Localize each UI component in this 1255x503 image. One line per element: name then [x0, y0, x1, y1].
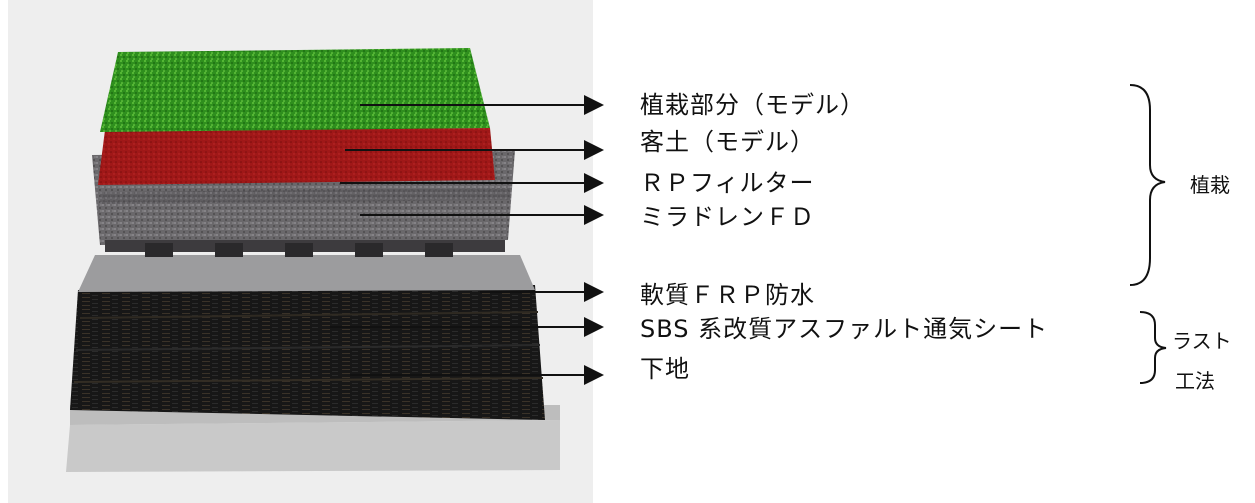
label-planting-model: 植栽部分（モデル）: [640, 91, 865, 119]
layer-sample-photo: [8, 0, 593, 503]
group-label-last-method-line2: 工法: [1175, 369, 1215, 393]
label-soil-model: 客土（モデル）: [640, 128, 815, 156]
label-miradrain-fd: ミラドレンＦＤ: [640, 203, 815, 231]
group-label-last-method-line1: ラスト: [1172, 329, 1232, 353]
brace-last-method: [1139, 311, 1167, 384]
brace-planting: [1129, 84, 1166, 286]
label-soft-frp-waterproofing: 軟質ＦＲＰ防水: [640, 281, 815, 309]
label-substrate: 下地: [640, 355, 690, 383]
group-label-planting: 植栽: [1190, 173, 1230, 197]
label-rp-filter: ＲＰフィルター: [640, 169, 815, 197]
label-sbs-vent-sheet: SBS 系改質アスファルト通気シート: [640, 315, 1049, 343]
